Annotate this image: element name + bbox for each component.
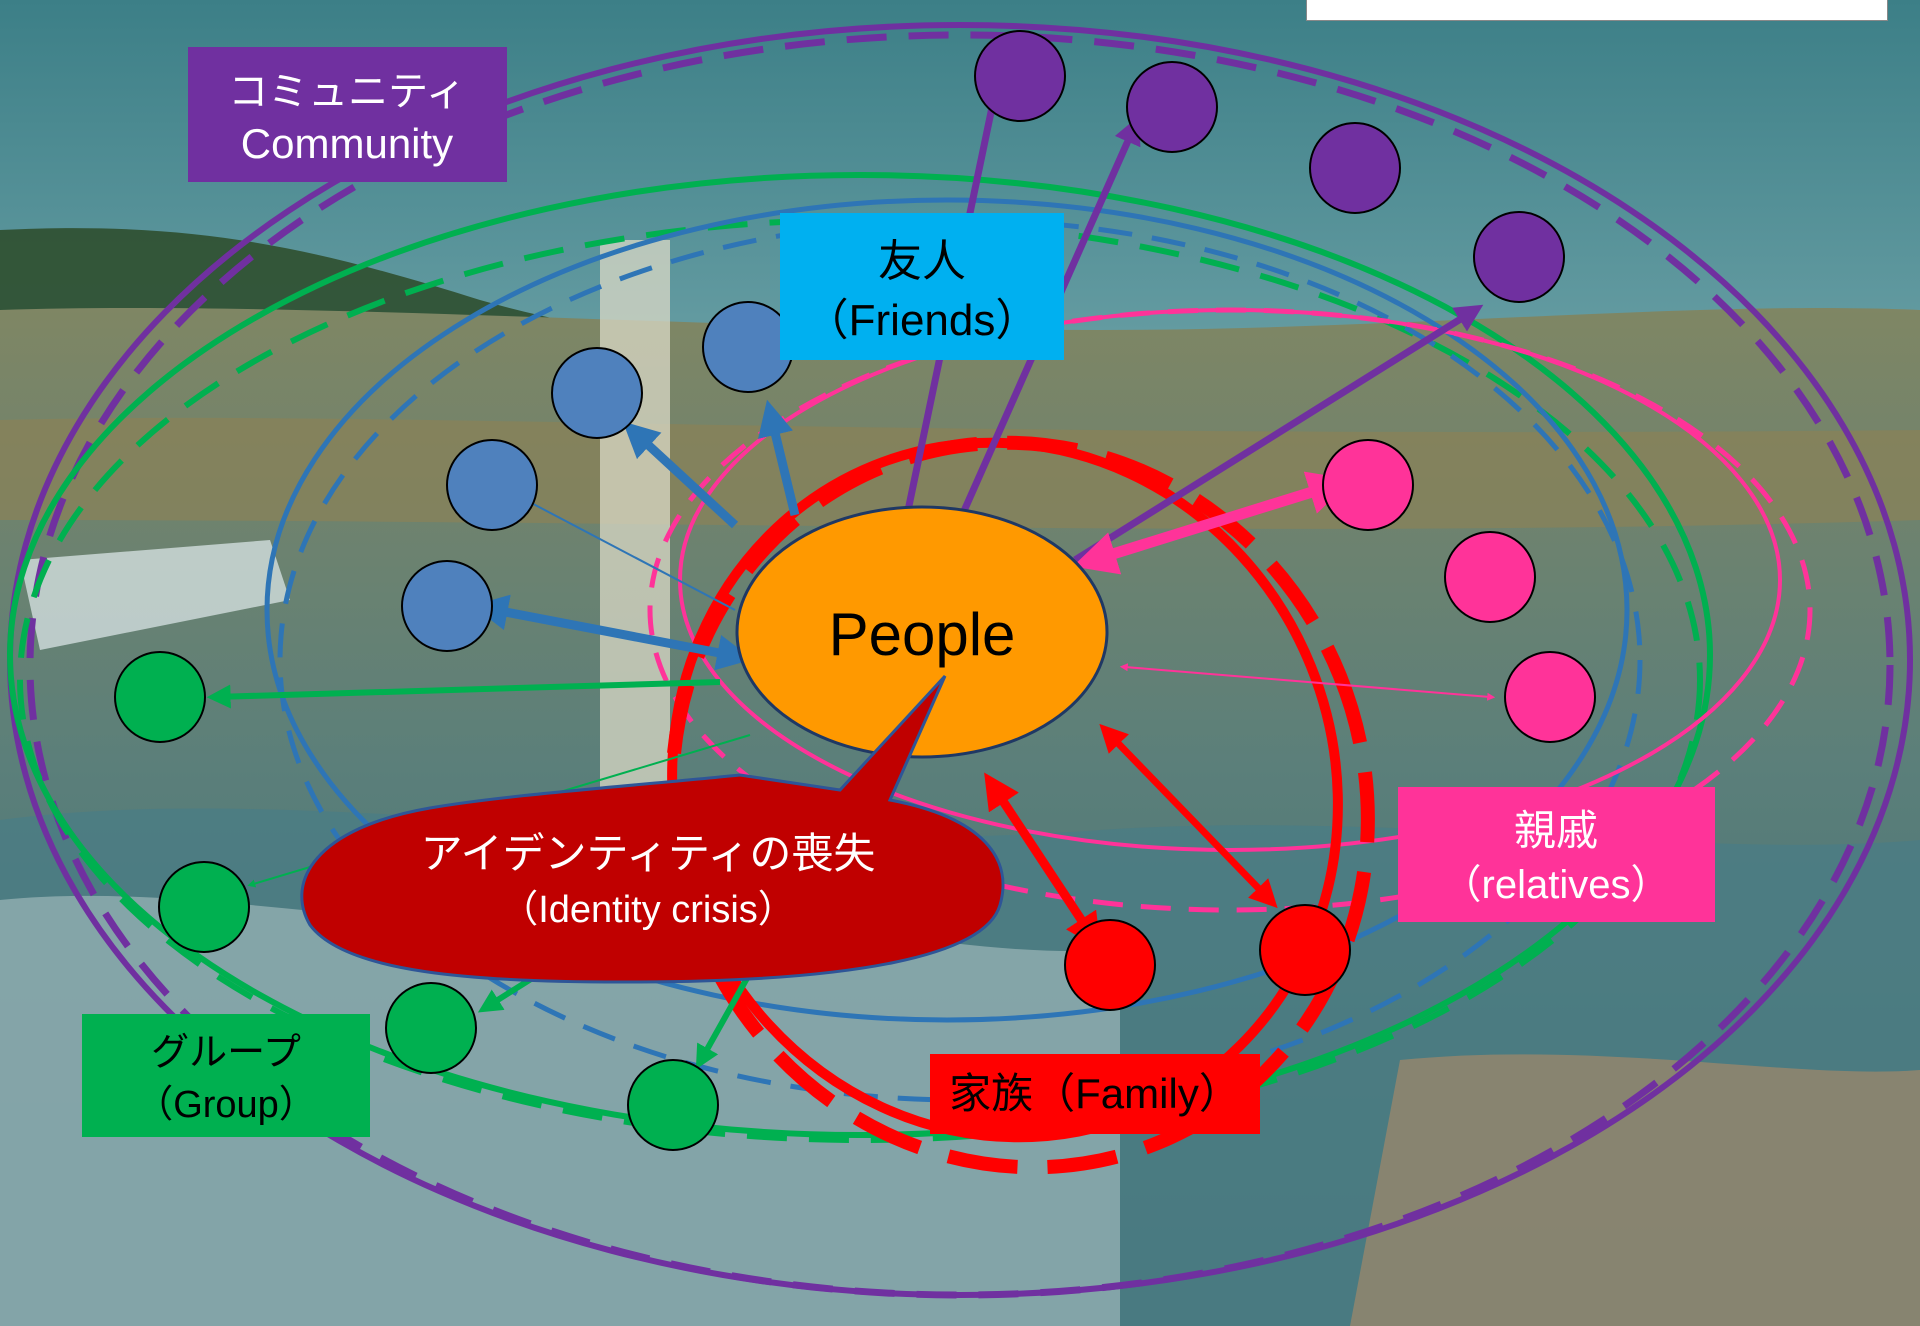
relatives-node [1322, 439, 1414, 531]
arrow-group-1 [206, 679, 721, 709]
arrow-family-2 [984, 772, 1101, 950]
community-node [1473, 211, 1565, 303]
relatives-label-en: （relatives） [1442, 863, 1671, 907]
debris-foreground [1350, 1054, 1920, 1326]
arrow-friends-3 [517, 495, 736, 611]
family-label: 家族（Family） [949, 1070, 1241, 1117]
arrow-friends-4 [472, 594, 753, 671]
arrow-family-1 [1099, 723, 1278, 909]
arrow-relatives-1 [1072, 471, 1353, 575]
community-label-jp: コミュニティ [228, 70, 466, 114]
group-node [158, 861, 250, 953]
group-label-jp: グループ [151, 1032, 301, 1074]
group-ring-solid [7, 172, 1713, 1138]
friends-label-box [780, 213, 1064, 360]
arrow-community-3 [1073, 304, 1484, 563]
community-node [1126, 61, 1218, 153]
callout-line2: （Identity crisis） [500, 889, 796, 931]
friends-node [551, 347, 643, 439]
friends-ring-solid [264, 197, 1630, 1023]
group-node [385, 982, 477, 1074]
top-text-box [1306, 0, 1888, 21]
relatives-node [1444, 531, 1536, 623]
group-label-box [82, 1014, 370, 1137]
group-node [114, 651, 206, 743]
community-label-en: Community [241, 120, 453, 167]
family-node [1064, 919, 1156, 1011]
boat-shape [20, 540, 290, 650]
friends-node [401, 560, 493, 652]
friends-node [702, 301, 794, 393]
community-node [974, 30, 1066, 122]
friends-label-en: （Friends） [805, 296, 1040, 345]
callout-line1: アイデンティティの喪失 [421, 830, 876, 877]
arrow-friends-1 [758, 399, 800, 517]
arrow-relatives-2 [1119, 663, 1496, 701]
tower-shape [600, 240, 670, 860]
family-label-box [930, 1054, 1260, 1134]
people-label: People [829, 601, 1016, 668]
family-node [1259, 904, 1351, 996]
group-node [627, 1059, 719, 1151]
people-node [735, 505, 1109, 759]
community-ring-dashed [26, 31, 1894, 1299]
group-label-en: （Group） [135, 1084, 317, 1126]
friends-node [446, 439, 538, 531]
community-label-box [188, 47, 507, 182]
relatives-label-jp: 親戚 [1514, 807, 1598, 854]
identity-crisis-callout [300, 674, 1005, 984]
friends-label-jp: 友人 [878, 237, 966, 286]
community-node [1309, 122, 1401, 214]
relatives-label-box [1398, 787, 1715, 922]
arrow-friends-2 [622, 421, 739, 529]
relatives-node [1504, 651, 1596, 743]
